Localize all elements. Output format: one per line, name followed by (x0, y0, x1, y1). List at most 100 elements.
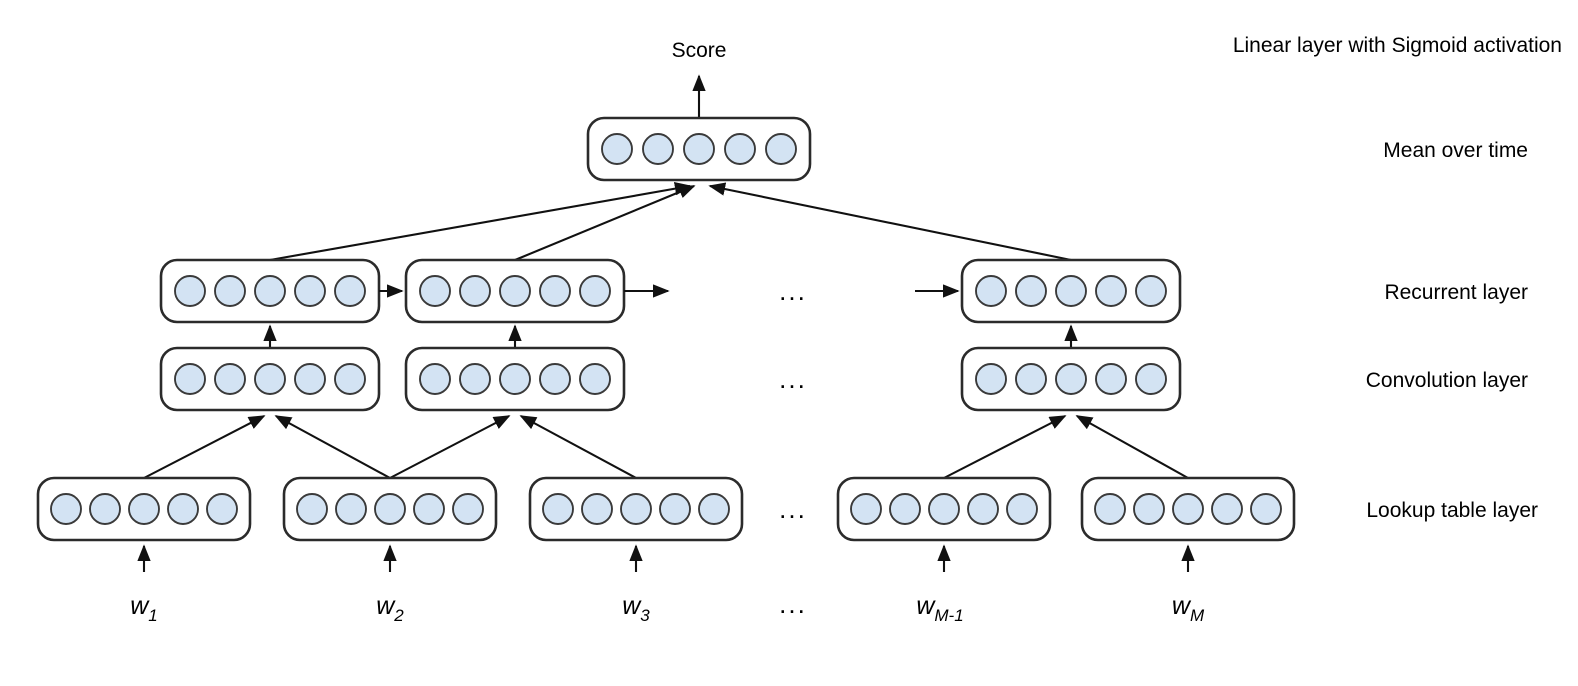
edge-recurrentM-to-mean (708, 182, 1072, 262)
label-linear-sigmoid: Linear layer with Sigmoid activation (1233, 34, 1562, 57)
unit-node (167, 493, 199, 525)
unit-node (89, 493, 121, 525)
unit-node (206, 493, 238, 525)
convolution-box-1 (159, 346, 381, 412)
word-label-2: w2 (376, 592, 404, 625)
edge-recurrent1-to-mean (269, 182, 692, 262)
edge-lookupM-to-convM (1075, 415, 1189, 479)
unit-node (928, 493, 960, 525)
unit-node (1055, 363, 1087, 395)
unit-node (254, 363, 286, 395)
unit-node (459, 363, 491, 395)
word-label-3: w3 (622, 592, 650, 625)
lookup-box-3 (528, 476, 744, 542)
unit-node (724, 133, 756, 165)
label-lookup-table: Lookup table layer (1366, 499, 1538, 522)
word-ellipsis: ... (779, 589, 807, 619)
word-label-M-minus-1: wM-1 (916, 592, 963, 625)
unit-node (413, 493, 445, 525)
unit-node (1015, 275, 1047, 307)
unit-node (581, 493, 613, 525)
convolution-to-recurrent-edges (263, 324, 1078, 348)
unit-node (539, 363, 571, 395)
unit-node (642, 133, 674, 165)
unit-node (128, 493, 160, 525)
convolution-box-M (960, 346, 1182, 412)
convolution-ellipsis: ... (779, 364, 807, 394)
unit-node (452, 493, 484, 525)
edge-lookup3-to-conv2 (519, 415, 637, 479)
unit-node (1135, 363, 1167, 395)
lookup-box-M-minus-1 (836, 476, 1052, 542)
unit-node (374, 493, 406, 525)
unit-node (174, 275, 206, 307)
edge-lookup1-to-conv1 (143, 415, 266, 479)
unit-node (335, 493, 367, 525)
unit-node (296, 493, 328, 525)
unit-node (294, 363, 326, 395)
unit-node (334, 363, 366, 395)
recurrent-box-1 (159, 258, 381, 324)
unit-node (1015, 363, 1047, 395)
label-mean-over-time: Mean over time (1383, 139, 1528, 162)
unit-node (1095, 363, 1127, 395)
unit-node (459, 275, 491, 307)
layer-annotations: Linear layer with Sigmoid activation Mea… (1233, 34, 1562, 522)
unit-node (601, 133, 633, 165)
unit-node (850, 493, 882, 525)
unit-node (174, 363, 206, 395)
unit-node (334, 275, 366, 307)
unit-node (1211, 493, 1243, 525)
recurrent-ellipsis: ... (779, 276, 807, 306)
unit-node (579, 275, 611, 307)
unit-node (698, 493, 730, 525)
lookup-box-M (1080, 476, 1296, 542)
unit-node (1006, 493, 1038, 525)
unit-node (579, 363, 611, 395)
unit-node (975, 363, 1007, 395)
edge-lookupM1-to-convM (943, 415, 1067, 479)
unit-node (683, 133, 715, 165)
score-label: Score (672, 39, 727, 62)
lookup-box-1 (36, 476, 252, 542)
word-label-1: w1 (130, 592, 158, 625)
unit-node (542, 493, 574, 525)
unit-node (254, 275, 286, 307)
lookup-box-2 (282, 476, 498, 542)
score-output-group: Score (672, 39, 727, 118)
unit-node (1094, 493, 1126, 525)
edge-lookup2-to-conv2 (389, 415, 511, 479)
unit-node (499, 363, 531, 395)
label-recurrent: Recurrent layer (1384, 281, 1528, 304)
unit-node (539, 275, 571, 307)
unit-node (50, 493, 82, 525)
edge-recurrent2-to-mean (514, 185, 696, 261)
unit-node (1055, 275, 1087, 307)
word-input-edges (137, 544, 1195, 572)
unit-node (1135, 275, 1167, 307)
lookup-to-convolution-edges (143, 415, 1189, 479)
unit-node (1172, 493, 1204, 525)
unit-node (419, 275, 451, 307)
unit-node (214, 363, 246, 395)
lookup-ellipsis: ... (779, 494, 807, 524)
unit-node (1095, 275, 1127, 307)
unit-node (967, 493, 999, 525)
continuation-ellipses: ... ... ... ... (779, 276, 807, 619)
unit-node (499, 275, 531, 307)
word-label-M: wM (1172, 592, 1205, 625)
unit-node (419, 363, 451, 395)
recurrent-to-mean-edges (269, 182, 1072, 262)
unit-node (294, 275, 326, 307)
edge-lookup2-to-conv1 (274, 415, 391, 479)
mean-over-time-box (586, 116, 812, 182)
unit-node (620, 493, 652, 525)
unit-node (765, 133, 797, 165)
unit-node (214, 275, 246, 307)
unit-node (1250, 493, 1282, 525)
recurrent-box-2 (404, 258, 626, 324)
recurrent-box-M (960, 258, 1182, 324)
unit-node (1133, 493, 1165, 525)
unit-node (889, 493, 921, 525)
